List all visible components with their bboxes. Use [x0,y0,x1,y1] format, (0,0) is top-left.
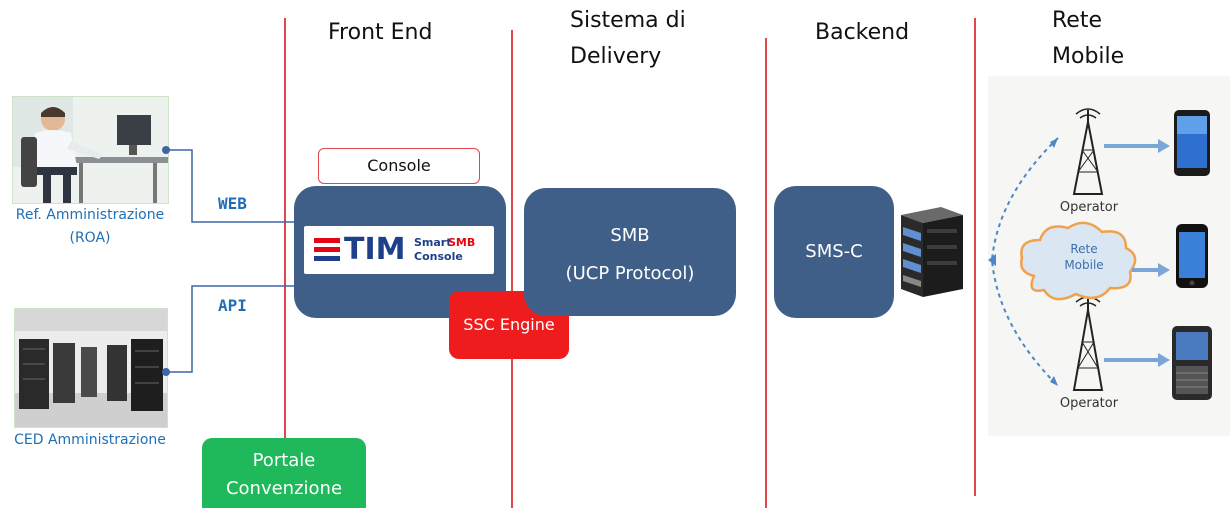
header-delivery-line1: Sistema di [570,8,686,33]
tower-bottom-icon [1072,296,1104,391]
mobile-network-panel: Operator Operator Rete Mobile [988,76,1230,436]
server-racks-icon [15,309,167,427]
smb-text: SMB [448,236,476,249]
tim-logo-text: TIM [344,232,406,267]
ssc-engine-label: SSC Engine [463,315,555,334]
console-logo-text: Console [414,250,463,263]
console-tab-label: Console [367,156,431,175]
office-worker-icon [13,97,168,203]
smb-box: SMB (UCP Protocol) [524,188,736,316]
divider-line-2 [511,30,513,508]
iphone-icon [1176,224,1208,288]
web-label: WEB [218,194,247,213]
divider-line-1 [284,18,286,508]
smb-label-line1: SMB [610,225,650,246]
portale-convenzione-button[interactable]: Portale Convenzione [202,438,366,508]
smart-text: Smart [414,236,452,249]
data-center-image [14,308,168,428]
roa-label-line2: (ROA) [69,230,111,246]
console-tab[interactable]: Console [318,148,480,184]
cloud-label-line2: Mobile [1064,258,1104,272]
operator-label-top: Operator [1059,200,1119,215]
mobile-network-graphic [988,108,1212,400]
tower-top-icon [1072,108,1104,195]
divider-line-3 [765,38,767,508]
header-backend: Backend [815,20,910,45]
header-rete-line2: Mobile [1052,44,1125,69]
server-icon [901,207,963,297]
api-label: API [218,296,247,315]
divider-line-4 [974,18,976,496]
header-front-end: Front End [328,20,433,45]
smsc-label: SMS-C [805,241,863,262]
tim-smartsmb-logo: TIM Smart SMB Console [304,226,494,274]
smb-label-line2: (UCP Protocol) [565,263,695,284]
smsc-box: SMS-C [774,186,894,318]
tim-logo-icon [314,238,340,261]
header-delivery-line2: Delivery [570,44,662,69]
operator-label-bottom: Operator [1059,396,1119,411]
roa-label-line1: Ref. Amministrazione [15,207,165,223]
smartphone-icon [1174,110,1210,176]
portale-label-line1: Portale [252,450,316,471]
portale-label-line2: Convenzione [225,478,343,499]
cloud-label-line1: Rete [1070,242,1098,256]
cloud-icon [1020,221,1137,301]
qwerty-phone-icon [1172,326,1212,400]
ced-label: CED Amministrazione [14,432,166,448]
header-rete-line1: Rete [1052,8,1102,33]
